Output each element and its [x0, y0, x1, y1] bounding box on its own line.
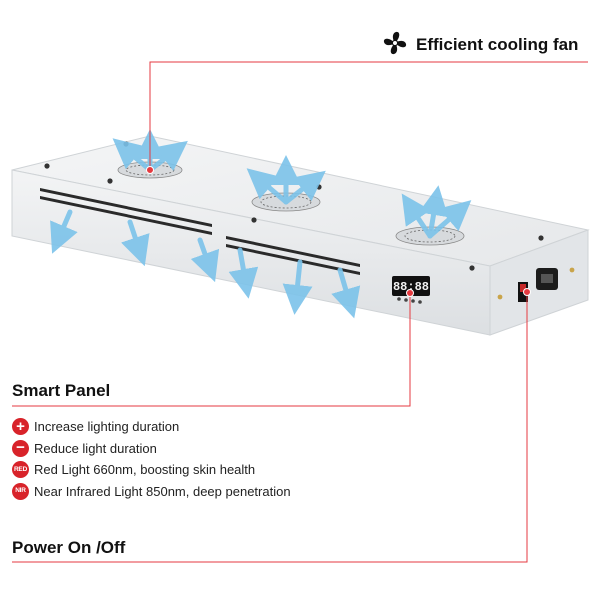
feature-text: Red Light 660nm, boosting skin health	[34, 462, 256, 478]
fan-icon	[382, 30, 408, 61]
feature-text: Increase lighting duration	[34, 419, 180, 435]
smart-panel-display: 88:88	[392, 276, 430, 304]
display-readout: 88:88	[393, 280, 429, 294]
led-panel-device: 88:88	[11, 135, 590, 336]
leader-anchors	[146, 166, 531, 297]
plus-circle-icon: +	[12, 418, 29, 436]
vent-slots	[40, 188, 360, 275]
power-heading: Power On /Off	[12, 538, 126, 557]
feature-item: − Reduce light duration	[12, 438, 291, 460]
cooling-fan-callout: Efficient cooling fan	[382, 30, 579, 61]
feature-item: + Increase lighting duration	[12, 416, 291, 438]
feature-text: Near Infrared Light 850nm, deep penetrat…	[34, 483, 291, 499]
hanging-knobs	[497, 267, 575, 300]
fan-leader-line	[149, 61, 588, 170]
panel-buttons	[397, 297, 422, 304]
feature-item: NIR Near Infrared Light 850nm, deep pene…	[12, 481, 291, 503]
red-badge-icon: RED	[12, 461, 29, 479]
power-socket	[536, 268, 558, 290]
nir-badge-icon: NIR	[12, 482, 29, 500]
smart-panel-heading: Smart Panel	[12, 381, 111, 400]
leader-lines	[12, 61, 588, 563]
smart-panel-leader-line	[12, 293, 411, 407]
cooling-fan-label: Efficient cooling fan	[416, 35, 579, 54]
feature-text: Reduce light duration	[34, 440, 157, 456]
power-leader-line	[12, 292, 528, 563]
feature-item: RED Red Light 660nm, boosting skin healt…	[12, 459, 291, 481]
smart-panel-feature-list: + Increase lighting duration − Reduce li…	[12, 416, 291, 502]
minus-circle-icon: −	[12, 439, 29, 457]
